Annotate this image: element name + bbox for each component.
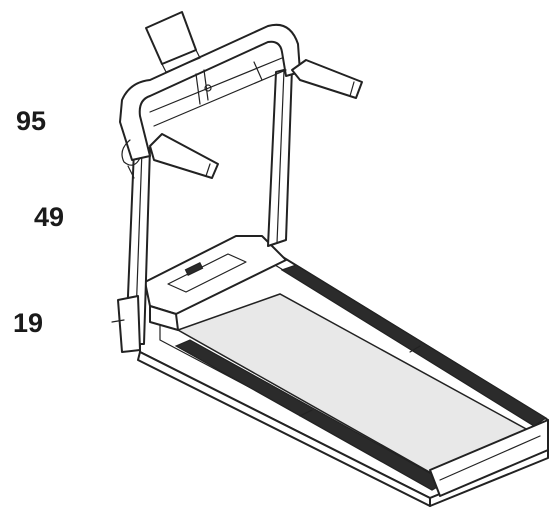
rear-roller-cap <box>429 419 549 497</box>
handlebar-frame <box>119 23 301 161</box>
callout-label-49: 49 <box>34 202 65 232</box>
callout-label-95: 95 <box>16 106 47 136</box>
hand-grip-right <box>291 59 363 99</box>
safety-key-clip <box>121 139 141 179</box>
side-rail-right <box>280 264 548 427</box>
motor-hood <box>144 235 287 331</box>
upright-post-right <box>267 67 293 247</box>
upright-post-left <box>111 147 151 353</box>
hand-grip-left <box>149 133 219 179</box>
console-holder <box>145 11 201 73</box>
callout-label-19: 19 <box>13 308 44 338</box>
